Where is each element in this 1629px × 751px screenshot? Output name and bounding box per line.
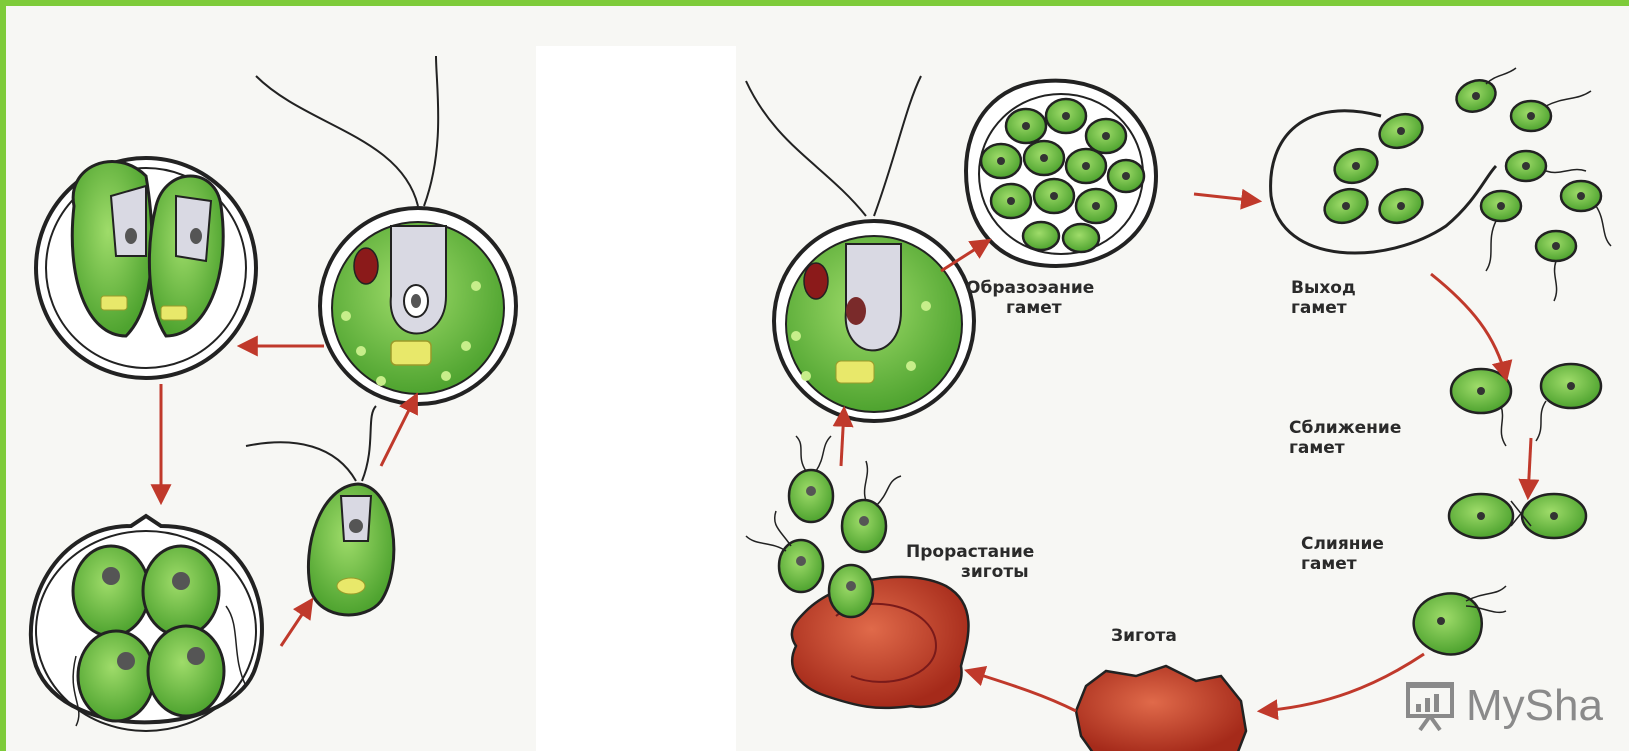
label-zygote: Зигота xyxy=(1111,626,1177,646)
label-gamete-approach-line2: гамет xyxy=(1289,438,1401,458)
label-gamete-release-line2: гамет xyxy=(1291,298,1356,318)
label-zygote-germination-line2: зиготы xyxy=(906,562,1034,582)
arrow-right-6 xyxy=(968,671,1076,711)
arrow-right-2 xyxy=(1194,194,1258,201)
watermark-text: MySha xyxy=(1466,681,1603,731)
dividing-cell-4 xyxy=(31,516,262,731)
label-gamete-approach: Сближение гамет xyxy=(1289,418,1401,458)
arrow-right-5 xyxy=(1261,654,1424,711)
label-gamete-release-line1: Выход xyxy=(1291,278,1356,298)
presentation-icon xyxy=(1404,680,1456,732)
gamete-release xyxy=(1271,68,1611,301)
blank-panel xyxy=(536,46,736,751)
forming-zygote xyxy=(1414,586,1506,654)
watermark: MySha xyxy=(1404,676,1603,736)
label-gamete-fusion-line1: Слияние xyxy=(1301,534,1384,554)
label-gamete-fusion: Слияние гамет xyxy=(1301,534,1384,574)
label-gamete-approach-line1: Сближение xyxy=(1289,418,1401,438)
mother-cell-right xyxy=(746,76,974,421)
gamete-fusion xyxy=(1449,494,1586,538)
arrow-right-4 xyxy=(1528,438,1531,496)
label-gamete-release: Выход гамет xyxy=(1291,278,1356,318)
gamete-approach xyxy=(1451,364,1601,446)
arrow-right-3 xyxy=(1431,274,1506,378)
label-gamete-formation-line1: Образоэание xyxy=(966,278,1094,298)
gamete-formation-cell xyxy=(966,81,1156,266)
dividing-cell-2 xyxy=(36,158,256,378)
label-gamete-formation-line2: гамет xyxy=(966,298,1094,318)
arrow-right-7 xyxy=(841,410,844,466)
zygote-shape xyxy=(1076,666,1246,751)
label-zygote-germination: Прорастание зиготы xyxy=(906,542,1034,582)
mother-cell-left xyxy=(256,56,516,404)
arrow-left-3 xyxy=(281,601,311,646)
label-gamete-fusion-line2: гамет xyxy=(1301,554,1384,574)
label-gamete-formation: Образоэание гамет xyxy=(966,278,1094,318)
chlamydomonas-life-cycle-diagram xyxy=(6,6,1629,751)
label-zygote-germination-line1: Прорастание xyxy=(906,542,1034,562)
arrow-left-4 xyxy=(381,396,416,466)
zoospore xyxy=(246,406,394,615)
